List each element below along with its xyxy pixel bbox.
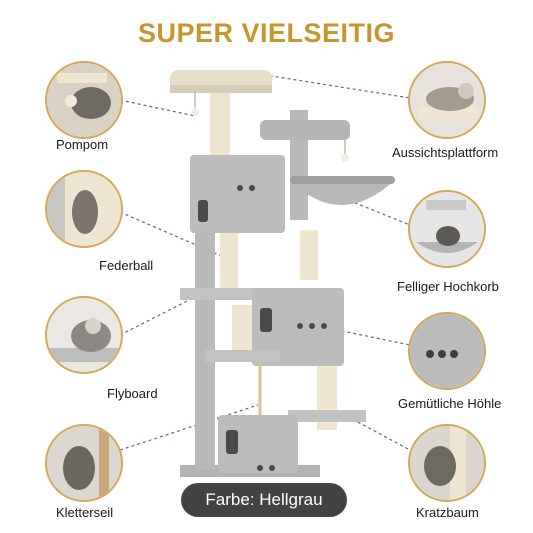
bottom-condo (218, 415, 298, 473)
hoehle-photo (408, 312, 486, 390)
pompom-photo (45, 61, 123, 139)
federball-photo (45, 170, 123, 248)
feature-label-hoehle: Gemütliche Höhle (398, 396, 502, 411)
kratzbaum-photo (408, 424, 486, 502)
sisal-post (300, 230, 318, 280)
page-title: SUPER VIELSEITIG (137, 18, 396, 48)
upper-condo (190, 155, 285, 233)
flyboard-photo (45, 296, 123, 374)
feature-label-aussichtsplattform: Aussichtsplattform (392, 145, 499, 160)
hochkorb-photo (408, 190, 486, 268)
upper-perch (260, 120, 350, 140)
color-badge: Farbe: Hellgrau (181, 483, 347, 517)
sisal-post (210, 85, 230, 165)
pompom-ball (191, 108, 199, 116)
sisal-post (220, 230, 238, 290)
aussichtsplattform-photo (408, 61, 486, 139)
feature-label-hochkorb: Felliger Hochkorb (397, 279, 499, 294)
sisal-post (232, 305, 252, 360)
feature-label-kratzbaum: Kratzbaum (416, 505, 479, 520)
feature-label-federball: Federball (99, 258, 154, 273)
feature-label-kletterseil: Kletterseil (56, 505, 114, 520)
feature-label-flyboard: Flyboard (107, 386, 158, 401)
pompom-ball (341, 154, 349, 162)
kletterseil-photo (45, 424, 123, 502)
feature-label-pompom: Pompom (56, 137, 109, 152)
hammock-basket (290, 180, 395, 205)
flyboard (180, 288, 260, 300)
cat-tree-illustration (170, 70, 395, 477)
